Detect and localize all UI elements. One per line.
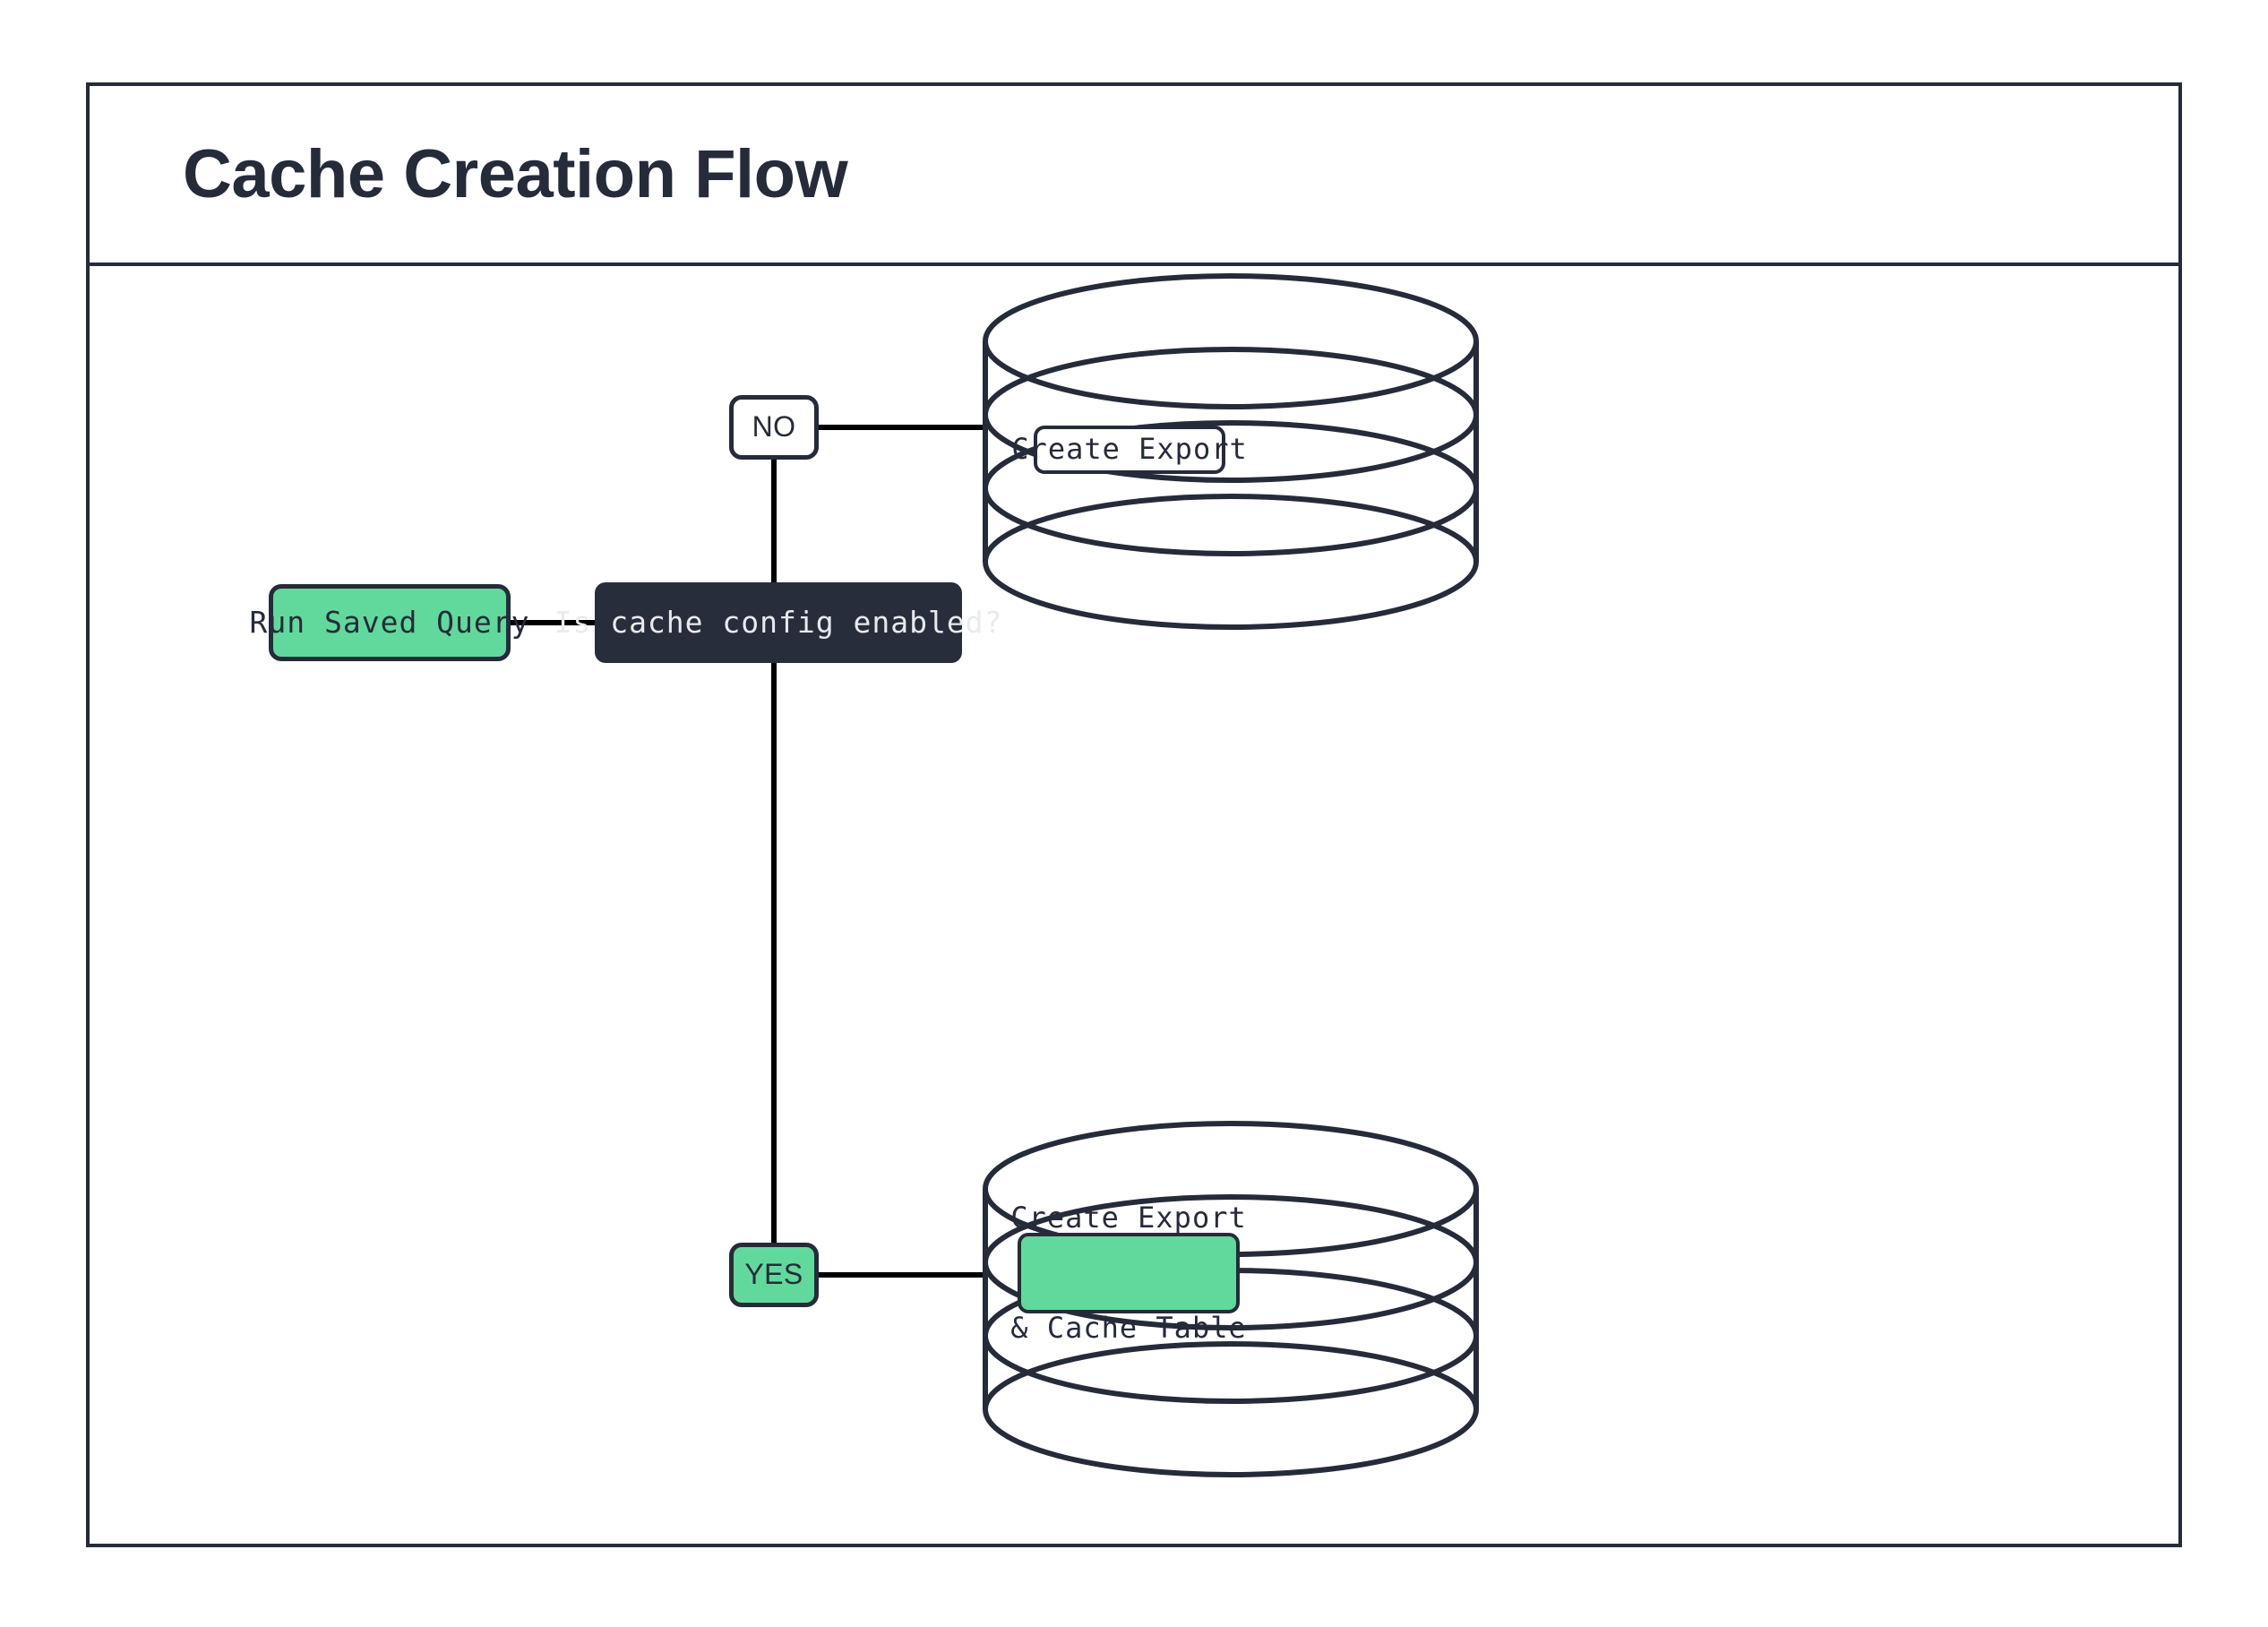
diagram-body: Run Saved Query Is cache config enabled?… [90,266,2178,1544]
edge-label-yes[interactable]: YES [729,1243,819,1307]
diagram-frame: Cache Creation Flow [86,82,2182,1547]
database-cylinder-bottom [983,1121,1479,1477]
edge-label-no[interactable]: NO [729,395,819,460]
edge-group [511,425,985,1278]
database-cylinder-top [983,273,1479,630]
diagram-header: Cache Creation Flow [90,86,2178,266]
node-label-line-1: Create Export [1010,1201,1247,1235]
node-is-cache-config-enabled[interactable]: Is cache config enabled? [554,582,1001,663]
node-run-saved-query[interactable]: Run Saved Query [250,584,529,661]
node-create-export-and-cache-table[interactable]: Create Export & Cache Table [1010,1201,1245,1345]
page-title: Cache Creation Flow [183,136,848,212]
node-label-line-2: & Cache Table [1010,1310,1247,1345]
node-create-export[interactable]: Create Export [1011,426,1247,474]
flowchart-canvas [511,273,1479,1477]
